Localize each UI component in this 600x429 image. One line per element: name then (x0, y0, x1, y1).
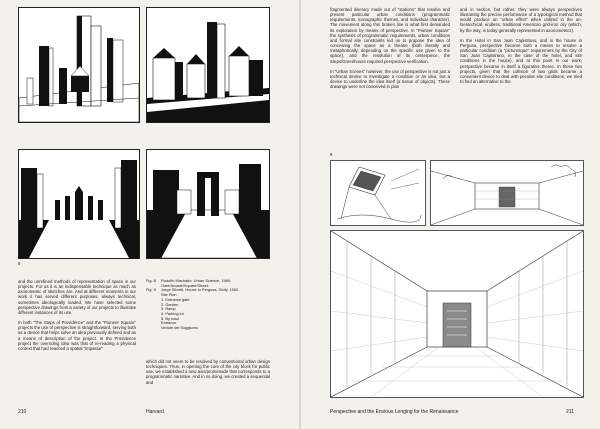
figure-8-panel-4 (146, 149, 270, 259)
figure-9-panel-3 (330, 230, 584, 398)
figure-captions: Fig. 8 Rodolfo Machado, Urban Science, 1… (146, 278, 270, 331)
caption-fig-9: Fig. 9 Jorge Silvetti, House in Pergusa,… (146, 288, 270, 330)
right-page-number: 211 (566, 409, 574, 415)
page-gutter (299, 0, 301, 429)
figure-8-panel-3 (18, 149, 140, 259)
gate-street-drawing (147, 150, 269, 258)
right-column-1-text: fragmented itinerary made out of "statio… (330, 7, 450, 89)
right-col2-paragraph-2: In the Hotel in San Juan Capistrano, and… (460, 37, 582, 85)
left-running-head: Harvard (146, 409, 164, 415)
figure-9-panel-1 (330, 160, 426, 226)
left-paragraph-1: and the unrefined methods of representat… (18, 279, 136, 315)
street-houses-drawing (147, 8, 269, 122)
figure-8-label: 8 (18, 261, 21, 266)
caption-fig-8: Fig. 8 Rodolfo Machado, Urban Science, 1… (146, 278, 270, 288)
urban-towers-drawing (19, 8, 139, 122)
interior-perspective-drawing (331, 231, 583, 397)
right-column-2-text: and in section, but rather, they were al… (460, 7, 582, 84)
figure-9-label: 9 (330, 152, 333, 157)
caption-fig-8-text: Rodolfo Machado, Urban Science, 1980. Ga… (161, 278, 232, 288)
figure-9-panel-2 (430, 160, 584, 226)
figure-8-panel-1 (18, 7, 140, 123)
right-col1-paragraph-2: In "Urban Scenes" however, the use of pe… (330, 68, 450, 90)
caption-fig-8-label: Fig. 8 (146, 278, 156, 283)
arcade-square-drawing (19, 150, 139, 258)
caption-fig-9-text: Jorge Silvetti, House in Pergusa, Sicily… (161, 287, 240, 331)
right-col2-paragraph-1: and in section, but rather, they were al… (460, 7, 582, 33)
courtyard-perspective-drawing (431, 161, 583, 225)
left-column-text: and the unrefined methods of representat… (18, 279, 136, 351)
sketch-plan-drawing (331, 161, 425, 225)
left-paragraph-2: In both "The Steps of Providence" and th… (18, 320, 137, 351)
left-page-number: 210 (18, 409, 27, 415)
middle-column-text: which did not seem to be resolved by con… (146, 359, 270, 385)
caption-fig-9-label: Fig. 9 (146, 287, 156, 293)
right-running-head: Perspective and the Envious Longing for … (330, 409, 459, 415)
figure-8-panel-2 (146, 7, 270, 123)
right-col1-paragraph-1: fragmented itinerary made out of "statio… (330, 7, 450, 64)
